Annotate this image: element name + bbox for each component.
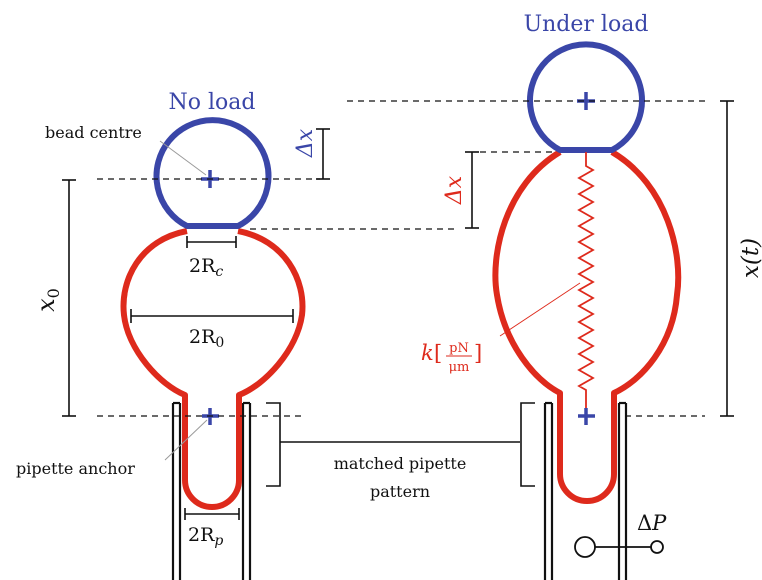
delta-x-blue-bracket	[316, 128, 330, 180]
under-load-title: Under load	[524, 12, 649, 37]
svg-text:μm: μm	[449, 360, 470, 375]
under-load-scene	[347, 41, 734, 580]
left-bead	[153, 117, 272, 229]
xt-label: x(t)	[738, 238, 762, 278]
r0-marker	[130, 309, 294, 323]
no-load-title: No load	[169, 90, 256, 115]
delta-x-blue-label: Δx	[293, 128, 318, 158]
delta-x-red-bracket	[465, 151, 479, 229]
bead-centre-leader	[159, 140, 207, 176]
svg-text:[: [	[434, 341, 442, 365]
matched-pattern-label-line2: pattern	[370, 482, 430, 501]
left-cell-outline	[120, 228, 306, 510]
right-bead	[527, 41, 645, 153]
right-anchor-cross	[578, 408, 595, 425]
r0-label: 2R0	[189, 326, 224, 351]
x0-label: x0	[32, 288, 63, 312]
spring-constant-label: k [ pN μm ]	[421, 341, 482, 375]
xt-bracket	[720, 100, 734, 417]
rp-marker	[184, 508, 240, 520]
bead-centre-label: bead centre	[45, 123, 142, 142]
pipette-anchor-label: pipette anchor	[16, 459, 135, 478]
left-dashed-lines	[97, 178, 455, 417]
right-cell-outline	[492, 149, 682, 504]
delta-p-label: ΔP	[637, 511, 667, 535]
svg-text:]: ]	[474, 341, 482, 365]
matched-pattern-label-line1: matched pipette	[334, 454, 467, 473]
no-load-scene	[62, 117, 455, 580]
spring-icon	[577, 152, 595, 412]
x0-bracket	[62, 179, 76, 417]
rc-marker	[186, 236, 237, 248]
pipette-anchor-leader	[164, 419, 208, 461]
rc-label: 2Rc	[189, 255, 223, 280]
spring-leader	[499, 282, 581, 337]
matched-pattern-bracket	[266, 402, 535, 487]
rp-label: 2Rp	[188, 524, 223, 549]
left-pipette	[171, 401, 252, 580]
delta-x-red-label: Δx	[442, 175, 467, 205]
svg-text:pN: pN	[449, 341, 469, 356]
right-pipette	[543, 401, 628, 580]
pressure-gauge-icon	[574, 536, 664, 558]
svg-text:k: k	[421, 341, 434, 365]
right-dashed-lines	[347, 100, 705, 417]
